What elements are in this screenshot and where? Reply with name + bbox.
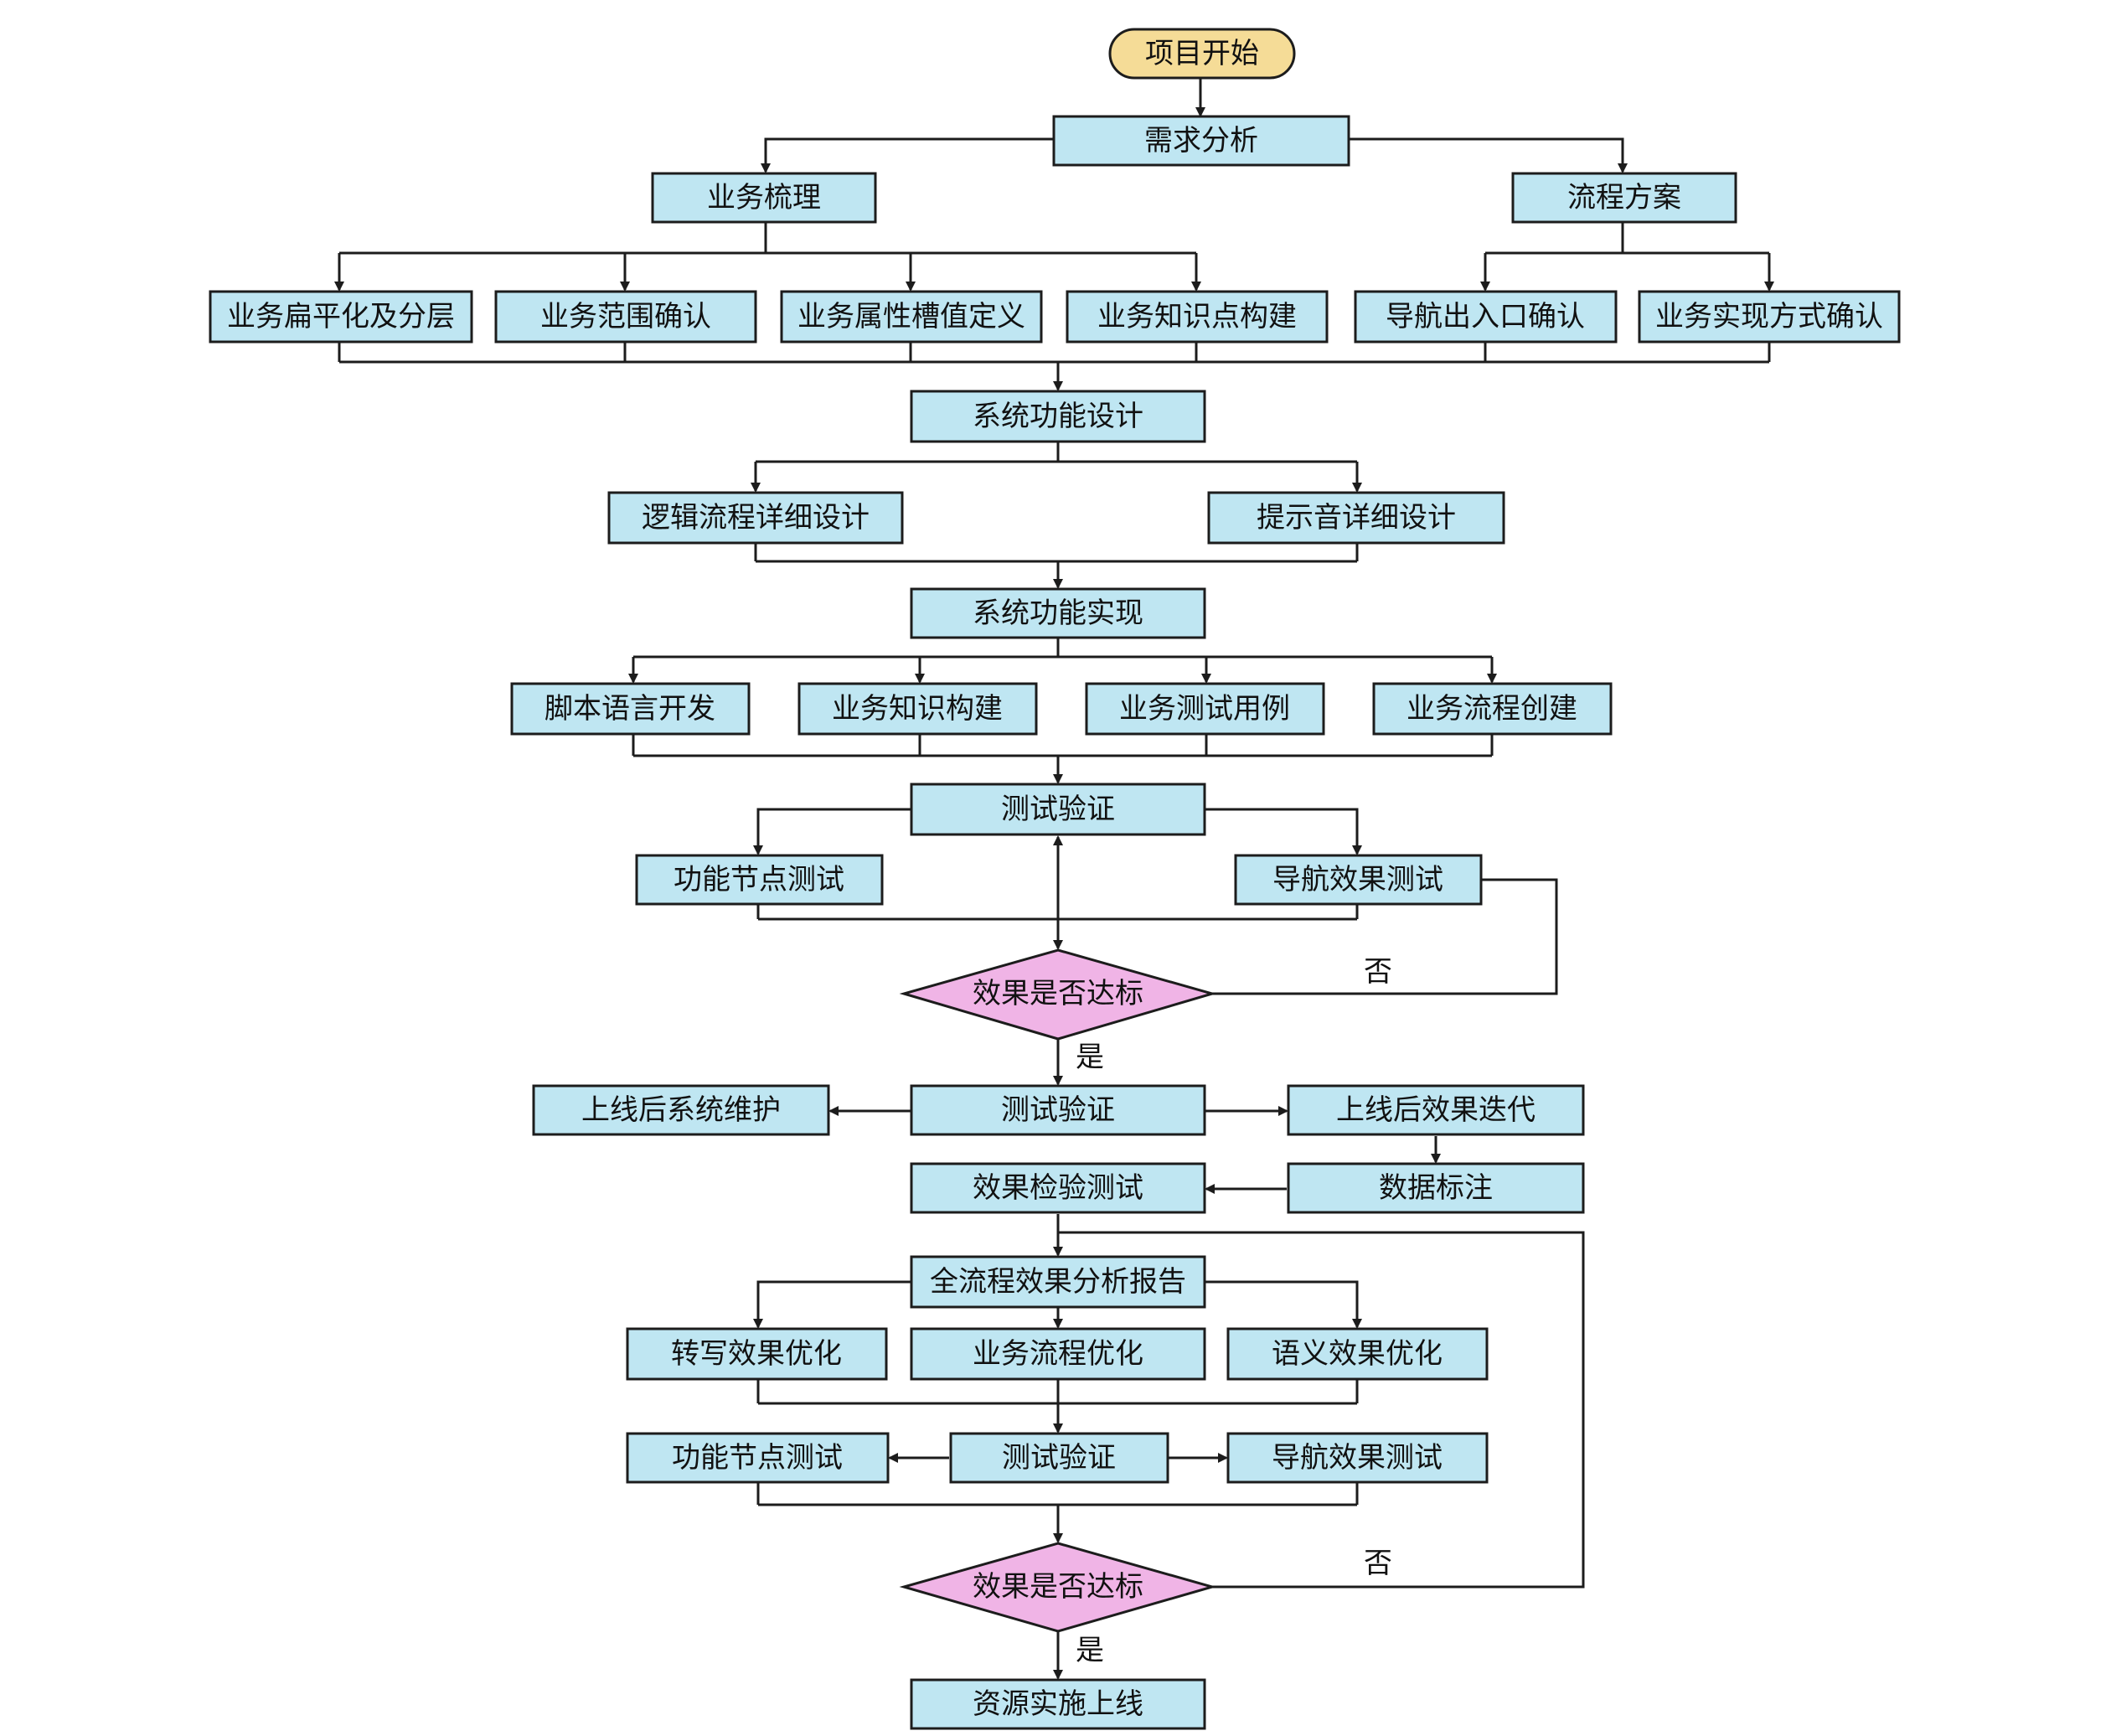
business-scope-box: 业务范围确认 (494, 290, 757, 344)
svg-text:业务范围确认: 业务范围确认 (540, 300, 711, 333)
navigation-test-box-2: 导航效果测试 (1226, 1432, 1489, 1484)
node-test-box-1: 功能节点测试 (635, 854, 884, 906)
svg-text:逻辑流程详细设计: 逻辑流程详细设计 (642, 501, 870, 535)
svg-text:导航效果测试: 导航效果测试 (1272, 1441, 1443, 1475)
svg-text:业务实现方式确认: 业务实现方式确认 (1655, 300, 1883, 333)
knowledge-point-box: 业务知识点构建 (1066, 290, 1329, 344)
logic-design-box: 逻辑流程详细设计 (607, 491, 904, 545)
yes-label-1: 是 (1076, 1041, 1104, 1074)
svg-text:转写效果优化: 转写效果优化 (671, 1337, 842, 1371)
svg-text:项目开始: 项目开始 (1145, 37, 1259, 70)
svg-text:导航出入口确认: 导航出入口确认 (1386, 300, 1585, 333)
svg-text:数据标注: 数据标注 (1379, 1171, 1493, 1205)
svg-text:功能节点测试: 功能节点测试 (674, 863, 844, 896)
transcription-opt-box: 转写效果优化 (626, 1327, 888, 1381)
test-verify-box-2: 测试验证 (910, 1084, 1206, 1136)
system-design-box: 系统功能设计 (910, 390, 1206, 443)
svg-text:导航效果测试: 导航效果测试 (1272, 863, 1443, 896)
flow-opt-box: 业务流程优化 (910, 1327, 1206, 1381)
svg-text:资源实施上线: 资源实施上线 (973, 1687, 1143, 1721)
svg-text:业务梳理: 业务梳理 (707, 181, 821, 214)
svg-text:功能节点测试: 功能节点测试 (672, 1441, 843, 1475)
no-label-1: 否 (1364, 955, 1392, 989)
semantic-opt-box: 语义效果优化 (1226, 1327, 1489, 1381)
svg-text:语义效果优化: 语义效果优化 (1272, 1337, 1443, 1371)
maintenance-box: 上线后系统维护 (532, 1084, 830, 1136)
no-label-2: 否 (1364, 1547, 1392, 1580)
svg-text:系统功能设计: 系统功能设计 (973, 400, 1143, 433)
implementation-mode-box: 业务实现方式确认 (1638, 290, 1901, 344)
svg-text:测试验证: 测试验证 (1001, 1093, 1115, 1127)
prompt-design-box: 提示音详细设计 (1207, 491, 1505, 545)
navigation-io-box: 导航出入口确认 (1354, 290, 1618, 344)
svg-text:流程方案: 流程方案 (1567, 181, 1681, 214)
svg-text:业务流程创建: 业务流程创建 (1406, 692, 1577, 726)
svg-text:脚本语言开发: 脚本语言开发 (545, 692, 715, 726)
svg-text:上线后效果迭代: 上线后效果迭代 (1336, 1093, 1536, 1127)
iteration-box: 上线后效果迭代 (1287, 1084, 1585, 1136)
business-flatten-box: 业务扁平化及分层 (209, 290, 473, 344)
node-test-box-2: 功能节点测试 (626, 1432, 890, 1484)
svg-text:业务流程优化: 业务流程优化 (973, 1337, 1143, 1371)
navigation-test-box-1: 导航效果测试 (1234, 854, 1483, 906)
data-labeling-box: 数据标注 (1287, 1162, 1585, 1214)
system-implementation-box: 系统功能实现 (910, 587, 1206, 639)
business-sorting-box: 业务梳理 (651, 172, 877, 224)
test-case-box: 业务测试用例 (1085, 682, 1325, 736)
decision-diamond-1: 效果是否达标 (899, 948, 1217, 1041)
svg-text:业务扁平化及分层: 业务扁平化及分层 (227, 300, 455, 333)
effect-check-box: 效果检验测试 (910, 1162, 1206, 1214)
script-development-box: 脚本语言开发 (510, 682, 751, 736)
svg-text:业务测试用例: 业务测试用例 (1119, 692, 1290, 726)
start-node: 项目开始 (1108, 28, 1296, 80)
svg-text:测试验证: 测试验证 (1001, 793, 1115, 826)
svg-text:效果检验测试: 效果检验测试 (973, 1171, 1143, 1205)
test-verify-box-3: 测试验证 (949, 1432, 1169, 1484)
connectors (334, 79, 1774, 1680)
svg-text:效果是否达标: 效果是否达标 (973, 977, 1143, 1010)
flow-plan-box: 流程方案 (1511, 172, 1737, 224)
svg-text:上线后系统维护: 上线后系统维护 (581, 1093, 781, 1127)
decision-diamond-2: 效果是否达标 (899, 1542, 1217, 1633)
launch-box: 资源实施上线 (910, 1678, 1206, 1730)
svg-text:系统功能实现: 系统功能实现 (973, 597, 1143, 630)
slot-definition-box: 业务属性槽值定义 (780, 290, 1043, 344)
analysis-report-box: 全流程效果分析报告 (910, 1255, 1206, 1309)
svg-text:业务知识点构建: 业务知识点构建 (1097, 300, 1297, 333)
requirement-analysis-box: 需求分析 (1052, 115, 1350, 167)
test-verify-box-1: 测试验证 (910, 783, 1206, 836)
flow-create-box: 业务流程创建 (1372, 682, 1613, 736)
svg-text:需求分析: 需求分析 (1144, 124, 1258, 158)
svg-text:测试验证: 测试验证 (1002, 1441, 1116, 1475)
svg-text:效果是否达标: 效果是否达标 (973, 1570, 1143, 1604)
svg-text:业务知识构建: 业务知识构建 (832, 692, 1003, 726)
knowledge-build-box: 业务知识构建 (797, 682, 1038, 736)
svg-text:全流程效果分析报告: 全流程效果分析报告 (930, 1265, 1186, 1299)
svg-text:业务属性槽值定义: 业务属性槽值定义 (797, 300, 1025, 333)
svg-text:提示音详细设计: 提示音详细设计 (1257, 501, 1456, 535)
yes-label-2: 是 (1076, 1634, 1104, 1667)
